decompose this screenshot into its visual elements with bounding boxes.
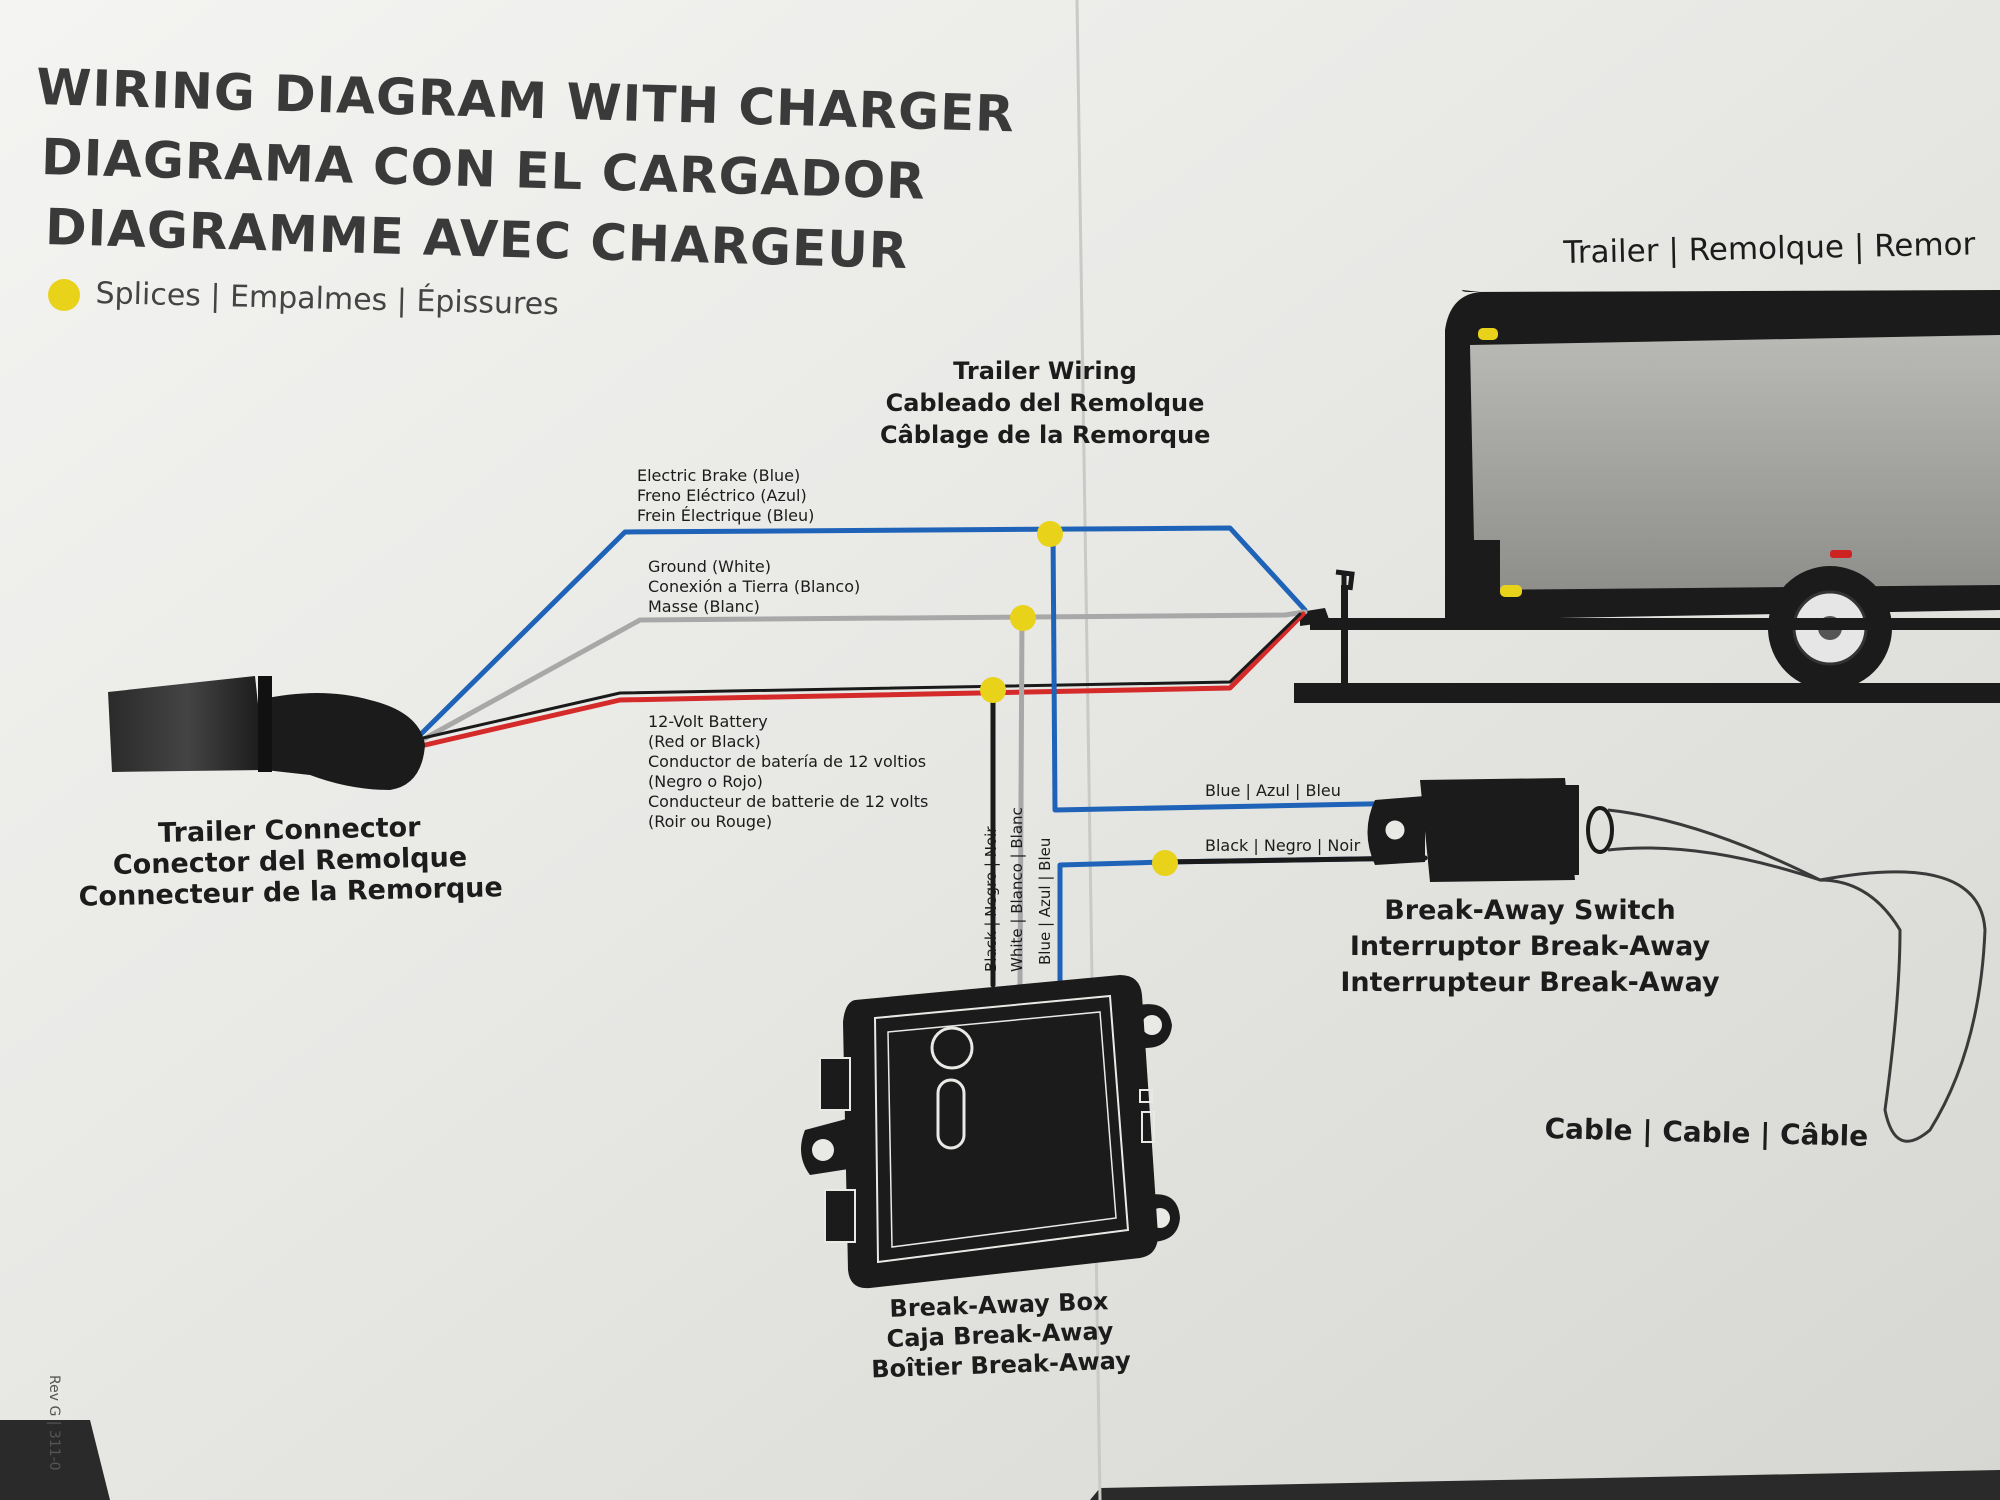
break-away-cable — [1607, 808, 1987, 1143]
connector-boot — [258, 693, 425, 790]
switch-label-es: Interruptor Break-Away — [1349, 931, 1711, 962]
trailer-side-panel — [1470, 335, 2000, 590]
trailer-connector-label: Trailer Connector Conector del Remolque … — [59, 810, 521, 913]
battery-label-4: (Negro o Rojo) — [648, 772, 763, 791]
battery-wire-label: 12-Volt Battery (Red or Black) Conductor… — [648, 712, 928, 832]
switch-body — [1420, 778, 1575, 882]
battery-label-1: 12-Volt Battery — [648, 712, 768, 731]
trailer-wiring-es: Cableado del Remolque — [885, 389, 1205, 417]
battery-label-2: (Red or Black) — [648, 732, 761, 751]
coupler — [1300, 608, 1330, 626]
trailer-jack — [1341, 585, 1348, 685]
wire-ground-white — [419, 609, 1308, 743]
brake-label-fr: Frein Électrique (Bleu) — [637, 506, 815, 525]
splice-switch — [1152, 850, 1178, 876]
battery-label-6: (Roir ou Rouge) — [648, 812, 773, 831]
break-away-box-label: Break-Away Box Caja Break-Away Boîtier B… — [859, 1285, 1142, 1385]
splice-battery — [980, 677, 1006, 703]
revision-footer: Rev G | 311-0 — [46, 1375, 62, 1471]
trailer-wiring-fr: Câblage de la Remorque — [880, 421, 1211, 449]
break-away-switch-illustration — [1367, 778, 1614, 882]
connector-plug-body — [108, 676, 265, 772]
wire-battery-black — [421, 612, 1302, 740]
box-indicator-round — [930, 1026, 974, 1070]
brake-label-es: Freno Eléctrico (Azul) — [637, 486, 807, 505]
battery-label-5: Conducteur de batterie de 12 volts — [648, 792, 929, 811]
ground-label-fr: Masse (Blanc) — [648, 597, 760, 616]
trailer-tail-light — [1830, 550, 1852, 558]
trailer-illustration — [1294, 290, 2000, 703]
ground-wire-label: Ground (White) Conexión a Tierra (Blanco… — [648, 557, 860, 617]
legend-splice-dot — [48, 279, 80, 311]
brake-wire-label: Electric Brake (Blue) Freno Eléctrico (A… — [637, 466, 814, 526]
wire-drop-blue — [1050, 527, 1423, 813]
jack-handle — [1335, 569, 1355, 591]
splices — [48, 279, 1178, 876]
vertical-blue-wire-label: Blue | Azul | Bleu — [1036, 837, 1054, 965]
splice-ground — [1010, 605, 1036, 631]
trailer-wiring-en: Trailer Wiring — [953, 357, 1137, 385]
box-indicator-slot — [936, 1078, 966, 1150]
battery-label-3: Conductor de batería de 12 voltios — [648, 752, 927, 771]
blue-switch-wire-label: Blue | Azul | Bleu — [1205, 781, 1341, 800]
black-switch-wire-label: Black | Negro | Noir — [1205, 836, 1361, 855]
wire-drop-white — [1017, 614, 1025, 988]
trailer-frame — [1310, 618, 2000, 630]
switch-label-fr: Interrupteur Break-Away — [1340, 967, 1720, 998]
wire-battery-red — [422, 611, 1306, 748]
vertical-white-wire-label: White | Blanco | Blanc — [1008, 807, 1026, 972]
brake-label-en: Electric Brake (Blue) — [637, 466, 801, 485]
box-clip-left-bottom — [824, 1189, 856, 1243]
dark-margin — [0, 1420, 110, 1500]
ground-label-es: Conexión a Tierra (Blanco) — [648, 577, 861, 596]
trailer-wheel-well — [1445, 530, 1500, 605]
ground-line — [1294, 683, 2000, 703]
box-clip-left-top — [819, 1057, 851, 1111]
wire-brake-blue — [417, 525, 1308, 738]
wire-paths — [417, 525, 1428, 988]
break-away-switch-label: Break-Away Switch Interruptor Break-Away… — [1310, 893, 1750, 1001]
trailer-connector-illustration — [108, 676, 425, 790]
vertical-black-wire-label: Black | Negro | Noir — [982, 826, 1000, 972]
switch-label-en: Break-Away Switch — [1384, 895, 1676, 926]
dark-bottom-edge — [1090, 1470, 2000, 1500]
trailer-wiring-label: Trailer Wiring Cableado del Remolque Câb… — [880, 355, 1210, 451]
trailer-marker-light-bottom — [1500, 585, 1522, 597]
ground-label-en: Ground (White) — [648, 557, 771, 576]
trailer-marker-light-top — [1478, 328, 1498, 340]
break-away-box-illustration — [801, 975, 1180, 1289]
splice-brake — [1037, 521, 1063, 547]
